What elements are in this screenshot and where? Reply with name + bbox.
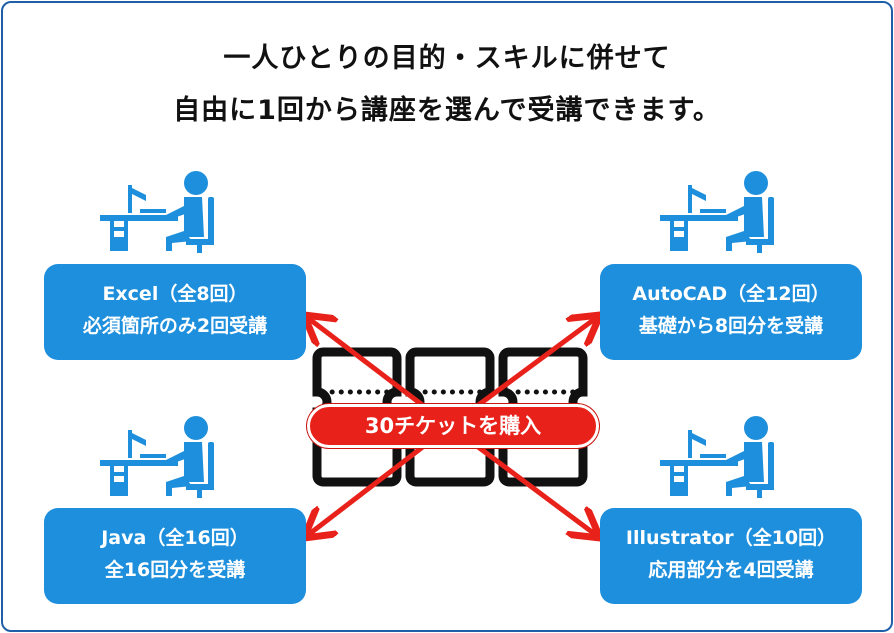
person-at-desk-icon-autocad bbox=[660, 171, 774, 253]
course-box-autocad: AutoCAD（全12回） 基礎から8回分を受講 bbox=[600, 264, 862, 360]
course-detail: 応用部分を4回受講 bbox=[648, 559, 814, 581]
course-title: Excel（全8回） bbox=[102, 283, 248, 305]
course-detail: 必須箇所のみ2回受講 bbox=[82, 315, 268, 337]
course-title: AutoCAD（全12回） bbox=[632, 283, 830, 305]
course-title: Illustrator（全10回） bbox=[625, 527, 837, 549]
course-title: Java（全16回） bbox=[101, 527, 249, 549]
headline-line-2: 自由に1回から講座を選んで受講できます。 bbox=[173, 95, 721, 126]
course-box-java: Java（全16回） 全16回分を受講 bbox=[44, 508, 306, 604]
person-at-desk-icon-excel bbox=[100, 171, 214, 253]
course-box-excel: Excel（全8回） 必須箇所のみ2回受講 bbox=[44, 264, 306, 360]
person-at-desk-icon-java bbox=[100, 416, 214, 498]
person-at-desk-icon-illustrator bbox=[660, 416, 774, 498]
course-detail: 全16回分を受講 bbox=[104, 559, 246, 581]
headline-line-1: 一人ひとりの目的・スキルに併せて bbox=[223, 43, 671, 74]
course-detail: 基礎から8回分を受講 bbox=[638, 315, 824, 337]
course-box-illustrator: Illustrator（全10回） 応用部分を4回受講 bbox=[600, 508, 862, 604]
ticket-purchase-badge: 30チケットを購入 bbox=[307, 404, 599, 448]
